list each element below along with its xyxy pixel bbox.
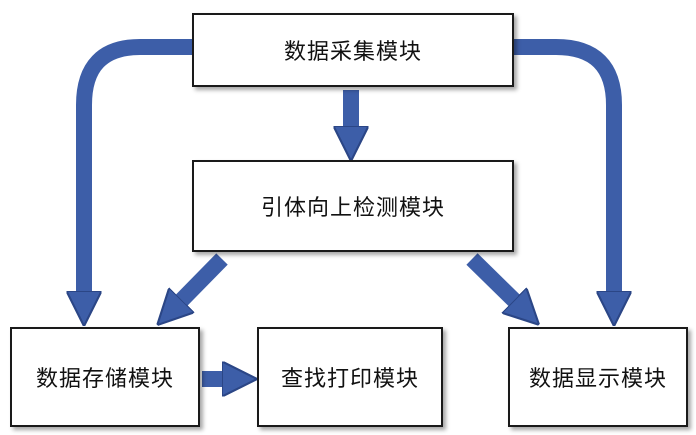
node-pullup-detection-label: 引体向上检测模块 (260, 196, 445, 221)
arrow-detection-to-storage (172, 253, 228, 310)
node-data-display: 数据显示模块 (508, 327, 688, 427)
arrow-detection-to-display (466, 253, 524, 310)
node-data-acquisition: 数据采集模块 (192, 13, 514, 87)
node-data-storage: 数据存储模块 (10, 327, 200, 427)
arrow-acquisition-to-storage (84, 39, 192, 305)
arrow-acquisition-to-display (514, 39, 614, 305)
node-data-display-label: 数据显示模块 (528, 367, 667, 392)
node-data-acquisition-label: 数据采集模块 (283, 40, 422, 65)
node-data-storage-label: 数据存储模块 (35, 367, 174, 392)
node-search-print: 查找打印模块 (257, 327, 443, 427)
node-pullup-detection: 引体向上检测模块 (192, 160, 514, 252)
node-search-print-label: 查找打印模块 (280, 367, 419, 392)
